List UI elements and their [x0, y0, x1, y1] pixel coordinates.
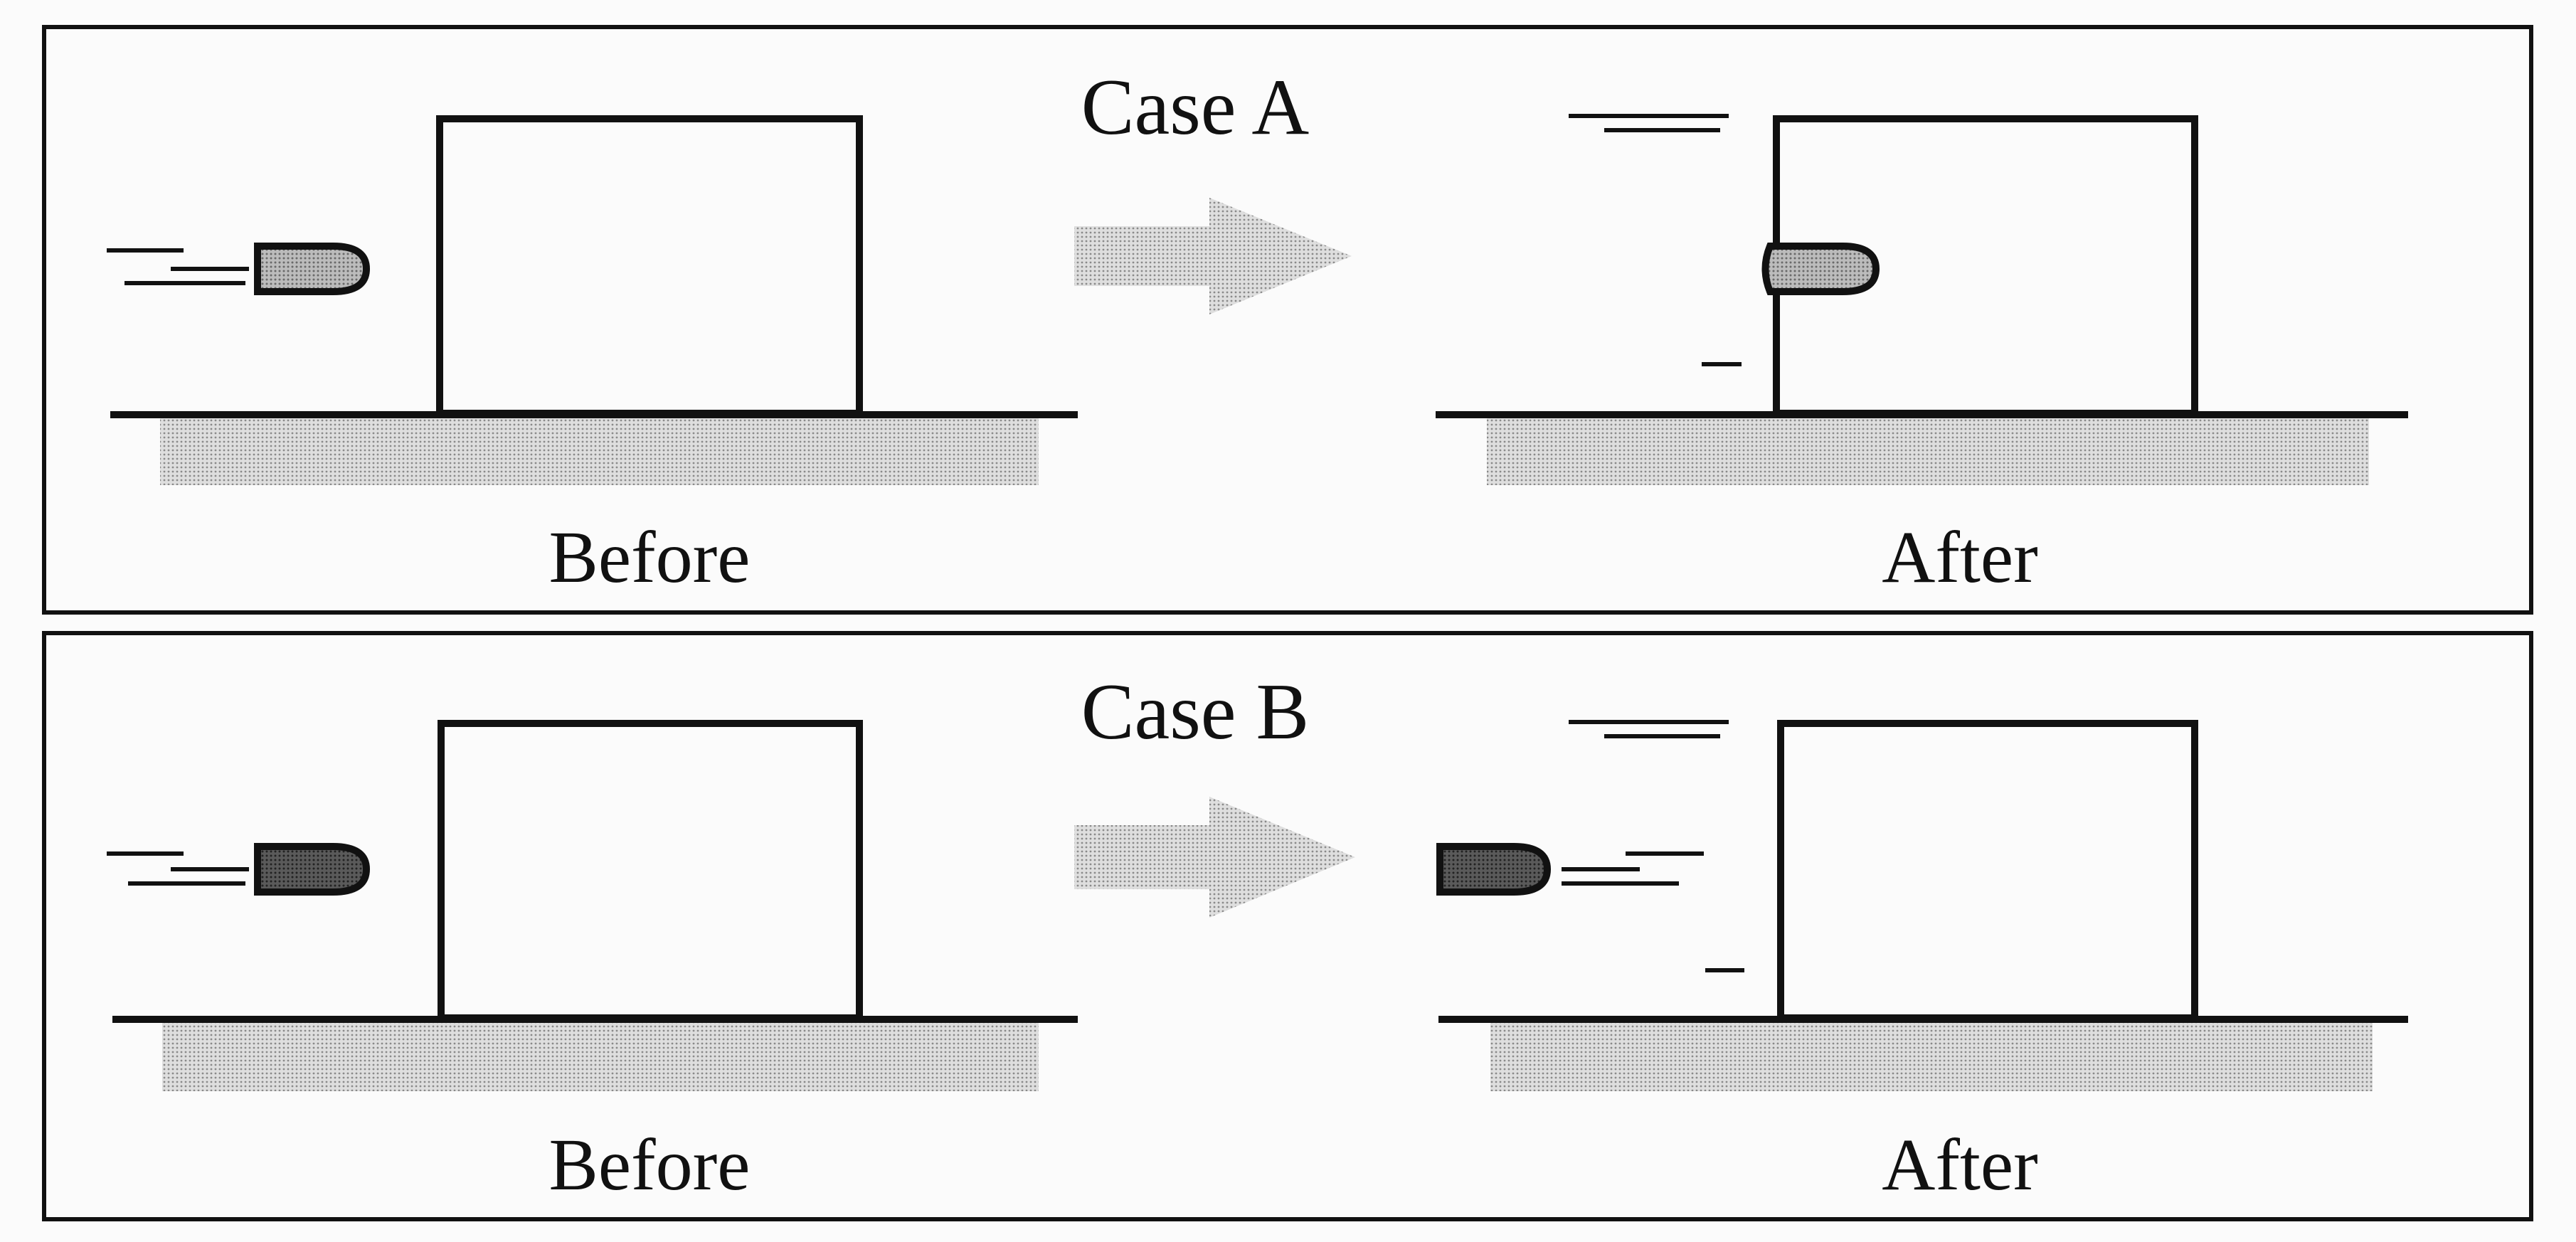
bullet-rebounding [1436, 843, 1552, 896]
motion-lines [107, 851, 249, 886]
block [438, 720, 863, 1021]
transition-arrow [1074, 797, 1355, 918]
motion-lines [1569, 114, 1742, 366]
ground-surface [1490, 1023, 2373, 1091]
panel-case-b: Case B Before [42, 631, 2533, 1221]
panel-case-a: Case A Before [42, 25, 2533, 615]
block [436, 115, 863, 417]
ground-surface [160, 417, 1039, 485]
after-label: After [1882, 516, 2037, 598]
after-scene: After [1436, 114, 2408, 598]
before-label: Before [549, 1124, 751, 1206]
before-label: Before [549, 516, 751, 598]
bullet-body [254, 243, 371, 295]
before-scene: Before [107, 720, 1078, 1206]
bullet [107, 243, 371, 295]
panel-frame [42, 25, 2533, 615]
transition-arrow [1074, 198, 1352, 314]
ground-surface [1487, 417, 2369, 485]
case-label: Case B [1081, 668, 1309, 756]
panel-frame [42, 631, 2533, 1221]
case-label: Case A [1081, 63, 1310, 152]
bullet [107, 843, 371, 896]
motion-lines [1562, 720, 1744, 972]
ground-surface [162, 1023, 1039, 1091]
after-label: After [1882, 1124, 2037, 1206]
after-scene: After [1436, 720, 2408, 1206]
before-scene: Before [107, 115, 1078, 598]
bullet-embedded [1761, 243, 1880, 295]
motion-lines [107, 248, 249, 285]
bullet-body [254, 843, 371, 896]
block [1777, 720, 2198, 1021]
